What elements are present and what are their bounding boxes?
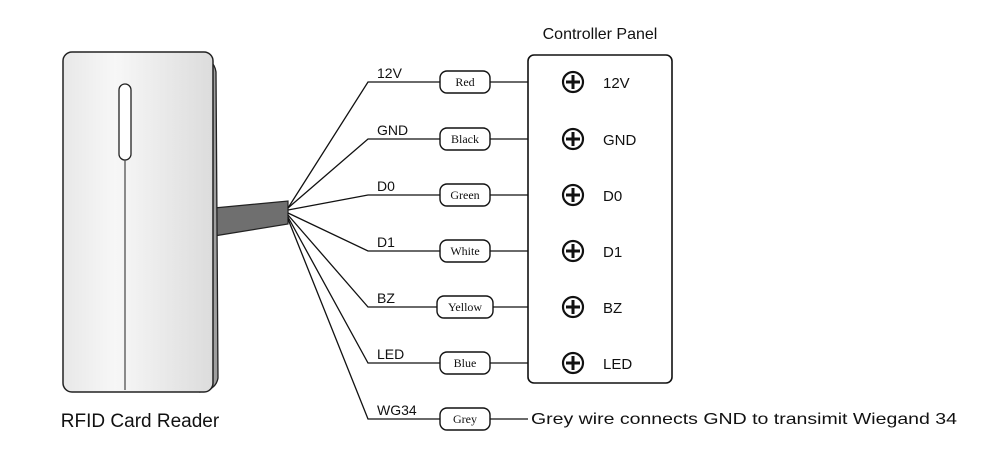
wire-color-label: Blue: [454, 356, 477, 370]
wire-color-tag: [439, 183, 491, 207]
terminal-screw-icon: [561, 127, 585, 151]
wire-led: [287, 216, 440, 364]
wire-bz: [287, 214, 440, 308]
signal-label: LED: [377, 346, 404, 362]
wire-color-tag: [439, 351, 491, 375]
terminal-label: GND: [603, 132, 637, 149]
signal-label: GND: [377, 122, 408, 138]
terminal-label: BZ: [603, 300, 622, 317]
controller-panel: [527, 54, 673, 384]
wire-color-tag: [439, 127, 491, 151]
wire-row-d1: D1 White D1: [287, 212, 622, 263]
reader-led-slot: [118, 83, 132, 161]
terminal-label: D0: [603, 188, 622, 205]
terminal-label: D1: [603, 244, 622, 261]
wire-wg34: [287, 218, 440, 420]
rfid-reader: [62, 51, 289, 393]
wire-gnd: [287, 138, 440, 209]
wire-color-label: Black: [451, 132, 479, 146]
wire-row-d0: D0 Green D0: [287, 178, 622, 211]
signal-label: 12V: [377, 65, 403, 81]
wire-color-tag: [439, 407, 491, 431]
wire-row-wg34: WG34 Grey Grey wire connects GND to tran…: [287, 218, 957, 431]
wire-d0: [287, 194, 440, 211]
wire-color-label: White: [450, 244, 479, 258]
wire-color-tag: [436, 295, 494, 319]
terminal-screw-icon: [561, 70, 585, 94]
terminal-screw-icon: [561, 351, 585, 375]
wire-color-label: Grey: [453, 412, 477, 426]
wire-row-12v: 12V Red 12V: [287, 65, 630, 209]
wg34-note: Grey wire connects GND to transimit Wieg…: [531, 411, 957, 428]
signal-label: D1: [377, 234, 395, 250]
panel-title: Controller Panel: [543, 26, 658, 43]
terminal-screw-icon: [561, 183, 585, 207]
wire-row-gnd: GND Black GND: [287, 122, 637, 209]
terminal-screw-icon: [561, 239, 585, 263]
wire-d1: [287, 212, 440, 252]
signal-label: D0: [377, 178, 395, 194]
wire-row-led: LED Blue LED: [287, 216, 632, 375]
wire-color-label: Green: [450, 188, 479, 202]
wire-12v: [287, 81, 440, 209]
signal-label: WG34: [377, 402, 417, 418]
wire-color-tag: [439, 239, 491, 263]
signal-label: BZ: [377, 290, 395, 306]
reader-body: [62, 51, 214, 393]
wire-row-bz: BZ Yellow BZ: [287, 214, 622, 319]
terminal-label: 12V: [603, 75, 630, 92]
wire-color-label: Red: [455, 75, 474, 89]
wire-color-tag: [439, 70, 491, 94]
reader-caption: RFID Card Reader: [61, 411, 220, 432]
terminal-screw-icon: [561, 295, 585, 319]
reader-cable: [213, 200, 289, 237]
terminal-label: LED: [603, 356, 632, 373]
wire-color-label: Yellow: [448, 300, 482, 314]
